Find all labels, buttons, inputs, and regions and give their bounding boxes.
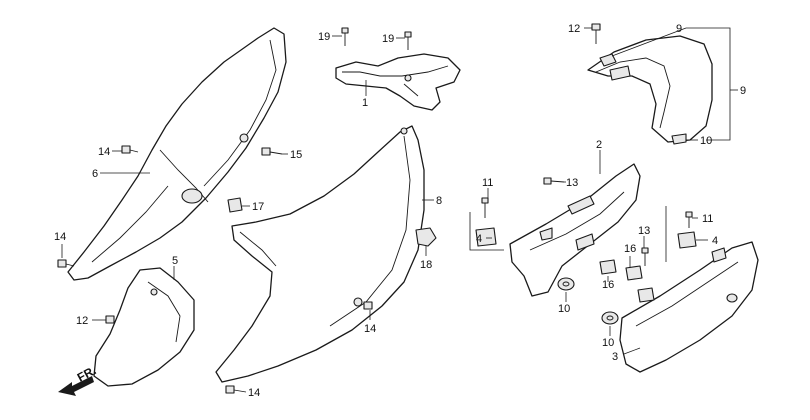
clip-17: [227, 197, 243, 213]
damper-18: [415, 227, 437, 247]
clip-nut-4-left: [475, 227, 497, 247]
callout-6: 6: [92, 168, 98, 180]
grommet-10-b: [601, 311, 619, 325]
callout-5: 5: [172, 255, 178, 267]
callout-4-right: 4: [712, 235, 718, 247]
callout-9-bottom: 10: [700, 135, 712, 147]
bolt-19-left: [341, 27, 349, 46]
callout-8: 9: [740, 85, 746, 97]
callout-13-top: 13: [566, 177, 578, 189]
callout-14-b: 14: [54, 231, 66, 243]
callout-11-right: 11: [702, 213, 713, 225]
callout-13-lower: 13: [638, 225, 650, 237]
callout-12-lower: 12: [76, 315, 88, 327]
callout-19-b: 19: [382, 33, 394, 45]
bolt-19-right: [404, 31, 412, 50]
screw-12-lower: [105, 315, 115, 324]
screw-15: [261, 147, 283, 156]
callout-15: 15: [290, 149, 302, 161]
callout-9-top: 9: [676, 23, 682, 35]
screw-14-b: [57, 259, 75, 268]
callout-labels: 19 19 1 12 9 9 10 14 15 6 17 8 14 5 18 1…: [54, 23, 746, 399]
callout-10-a: 10: [558, 303, 570, 315]
screw-14-a: [121, 145, 139, 154]
front-direction-arrow-icon: FR.: [58, 363, 98, 396]
callout-7: 8: [436, 195, 442, 207]
callout-2: 2: [596, 139, 602, 151]
callout-11-left: 11: [482, 177, 493, 189]
rear-cowl: [587, 35, 713, 145]
lower-side-cover: [619, 241, 759, 373]
screw-14-c: [363, 301, 373, 310]
bolt-13-lower: [641, 247, 649, 266]
right-side-cover: [215, 125, 425, 383]
callout-14-d: 14: [248, 387, 260, 399]
callout-14-a: 14: [98, 146, 110, 158]
screw-12-top: [591, 23, 601, 44]
callout-3: 3: [612, 351, 618, 363]
leader-lines: [61, 27, 738, 393]
callout-16-b: 16: [602, 279, 614, 291]
clip-lower-center: [637, 287, 655, 303]
bolt-11-right: [685, 211, 693, 228]
grommet-10-a: [557, 277, 575, 291]
clip-16-b: [625, 265, 643, 281]
callout-19-a: 19: [318, 31, 330, 43]
inner-cover: [93, 267, 195, 387]
seat-bracket: [335, 53, 461, 111]
callout-4-left: 4: [476, 233, 482, 245]
lower-center-cover: [509, 163, 641, 297]
clip-nut-4-right: [677, 231, 697, 249]
screw-14-d: [225, 385, 235, 394]
callout-18: 18: [420, 259, 432, 271]
callout-17: 17: [252, 201, 264, 213]
bolt-11-left: [481, 197, 489, 218]
bolt-13-top: [543, 177, 565, 185]
callout-10-b: 10: [602, 337, 614, 349]
clip-16-a: [599, 259, 617, 275]
callout-16-a: 16: [624, 243, 636, 255]
callout-14-c: 14: [364, 323, 376, 335]
callout-12-top: 12: [568, 23, 580, 35]
callout-1: 1: [362, 97, 368, 109]
left-side-cover: [67, 27, 287, 281]
